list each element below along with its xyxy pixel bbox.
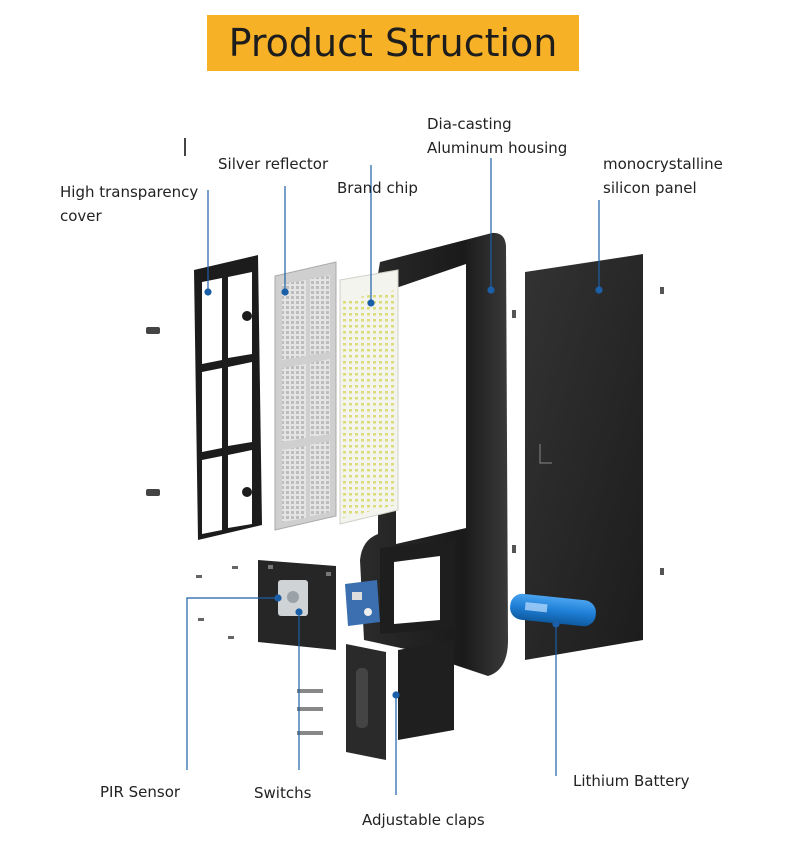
label-monocrystalline-panel: monocrystalline silicon panel — [603, 152, 723, 200]
controller-pcb — [345, 580, 380, 626]
label-switchs: Switchs — [254, 784, 312, 802]
label-pir-sensor: PIR Sensor — [100, 783, 181, 801]
label-line: monocrystalline — [603, 155, 723, 173]
adjustable-bracket — [346, 640, 454, 760]
label-adjustable-claps: Adjustable claps — [362, 811, 485, 829]
silver-reflector — [274, 261, 337, 531]
label-line: silicon panel — [603, 179, 697, 197]
solar-panel — [525, 254, 664, 660]
transparency-cover — [194, 255, 262, 540]
leader-lines — [186, 158, 603, 795]
lithium-battery — [510, 593, 596, 627]
control-box — [258, 560, 336, 650]
label-line: Dia-casting — [427, 115, 512, 133]
label-high-transparency-cover: High transparency cover — [60, 180, 198, 228]
brand-chip-led-board — [339, 269, 399, 525]
label-line: High transparency — [60, 183, 199, 201]
title-banner: Product Struction — [207, 15, 579, 71]
label-dia-casting-housing: Dia-casting Aluminum housing — [427, 112, 567, 160]
label-line: cover — [60, 207, 102, 225]
page-title: Product Struction — [228, 21, 558, 65]
label-silver-reflector: Silver reflector — [218, 155, 329, 173]
screws — [146, 138, 323, 735]
label-line: Aluminum housing — [427, 139, 568, 157]
label-brand-chip: Brand chip — [337, 179, 418, 197]
label-lithium-battery: Lithium Battery — [573, 772, 690, 790]
